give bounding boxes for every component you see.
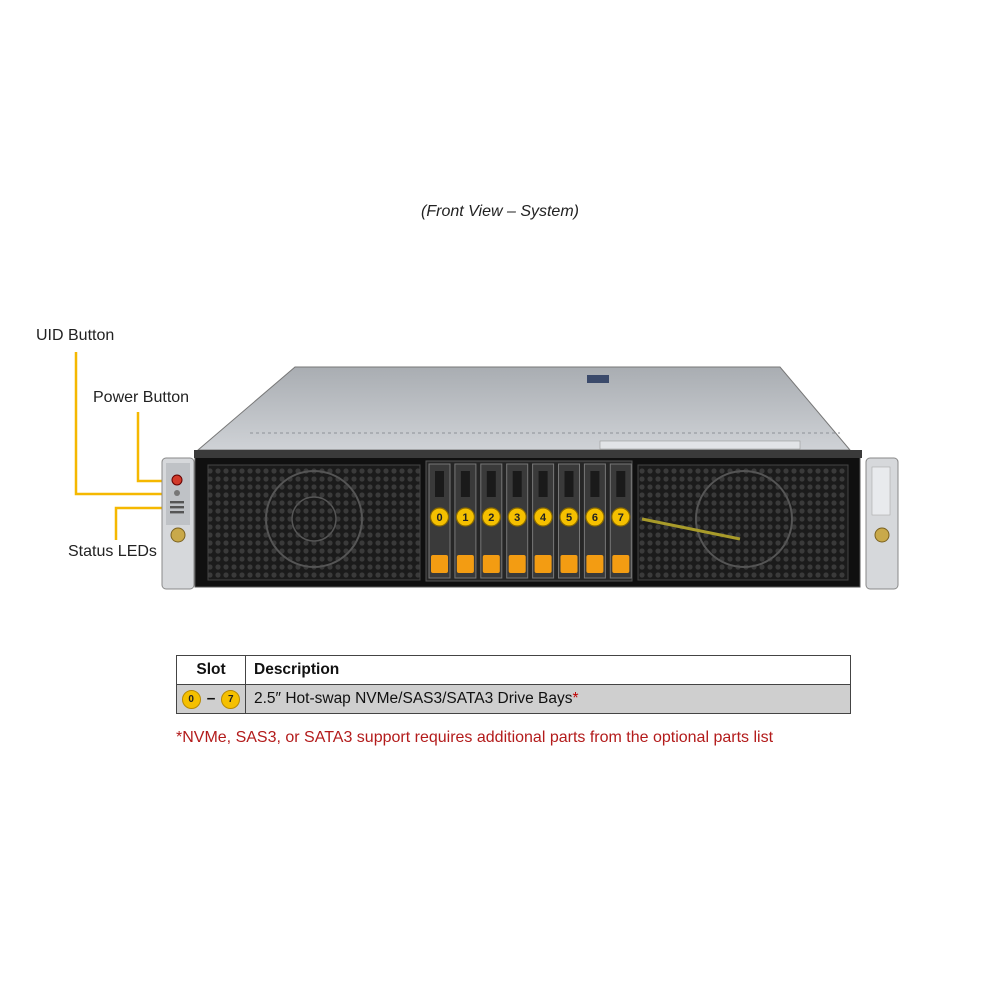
drive-tray-slot bbox=[486, 471, 496, 497]
drive-number-badge bbox=[481, 507, 501, 527]
service-label bbox=[599, 440, 801, 450]
drive-bay-1[interactable]: 1 bbox=[454, 463, 477, 579]
right-vent-grille bbox=[637, 464, 849, 581]
drive-number-label: 7 bbox=[618, 512, 624, 524]
drive-number-label: 0 bbox=[436, 512, 442, 524]
drive-bay-7[interactable]: 7 bbox=[609, 463, 632, 579]
right-thumbscrew-icon bbox=[874, 527, 890, 543]
slot-start-badge: 0 bbox=[181, 689, 201, 709]
drive-tray-slot bbox=[512, 471, 522, 497]
drive-bay-group: 0 1 2 3 4 5 6 7 bbox=[428, 463, 632, 579]
drive-bay-6[interactable]: 6 bbox=[583, 463, 606, 579]
drive-number-badge bbox=[585, 507, 605, 527]
drive-tray-slot bbox=[460, 471, 470, 497]
drive-bay-5[interactable]: 5 bbox=[558, 463, 580, 579]
table-header-row: Slot Description bbox=[176, 655, 851, 685]
drive-tray-slot bbox=[435, 471, 444, 497]
drive-number-label: 2 bbox=[488, 512, 494, 524]
status-led-icon bbox=[170, 511, 184, 514]
drive-bay-3[interactable]: 3 bbox=[506, 463, 529, 579]
slot-description-table: Slot Description 0–7 2.5″ Hot-swap NVMe/… bbox=[176, 655, 851, 714]
left-vent-grille bbox=[207, 464, 421, 581]
drive-latch-icon bbox=[482, 555, 500, 573]
slot-range-cell: 0–7 bbox=[176, 684, 246, 714]
chassis-top-cover bbox=[196, 366, 852, 451]
table-row: 0–7 2.5″ Hot-swap NVMe/SAS3/SATA3 Drive … bbox=[176, 684, 851, 714]
drive-latch-icon bbox=[586, 555, 604, 573]
drive-number-label: 1 bbox=[462, 512, 468, 524]
drive-number-badge bbox=[611, 507, 631, 527]
drive-latch-icon bbox=[560, 555, 578, 573]
drive-number-label: 6 bbox=[592, 512, 598, 524]
drive-number-badge bbox=[455, 507, 475, 527]
drive-latch-icon bbox=[534, 555, 552, 573]
description-cell: 2.5″ Hot-swap NVMe/SAS3/SATA3 Drive Bays… bbox=[245, 684, 851, 714]
top-label bbox=[587, 375, 609, 383]
drive-bay-4[interactable]: 4 bbox=[532, 463, 555, 579]
drive-number-label: 4 bbox=[540, 512, 547, 524]
status-leds-label: Status LEDs bbox=[68, 543, 157, 560]
drive-bay-2[interactable]: 2 bbox=[480, 463, 503, 579]
drive-tray-slot bbox=[538, 471, 548, 497]
description-text: 2.5″ Hot-swap NVMe/SAS3/SATA3 Drive Bays bbox=[254, 690, 573, 707]
uid-button-icon bbox=[171, 474, 183, 486]
uid-button-label: UID Button bbox=[36, 327, 115, 344]
drive-number-label: 5 bbox=[566, 512, 572, 524]
drive-tray-slot bbox=[590, 471, 600, 497]
drive-number-label: 3 bbox=[514, 512, 520, 524]
left-thumbscrew-icon bbox=[170, 527, 186, 543]
footnote: *NVMe, SAS3, or SATA3 support requires a… bbox=[176, 729, 774, 746]
slot-column-header: Slot bbox=[176, 655, 246, 685]
figure-caption: (Front View – System) bbox=[421, 203, 579, 220]
status-led-icon bbox=[170, 506, 184, 509]
slot-end-badge: 7 bbox=[221, 689, 241, 709]
drive-tray-slot bbox=[564, 471, 574, 497]
description-asterisk: * bbox=[572, 690, 579, 707]
drive-number-badge bbox=[559, 507, 579, 527]
slot-range-dash: – bbox=[206, 690, 216, 707]
drive-bay-0[interactable]: 0 bbox=[428, 463, 451, 579]
power-button-icon bbox=[174, 490, 180, 496]
drive-number-badge bbox=[533, 507, 553, 527]
drive-tray-slot bbox=[616, 471, 626, 497]
drive-latch-icon bbox=[456, 555, 474, 573]
drive-latch-icon bbox=[431, 555, 448, 573]
brand-strip bbox=[871, 466, 891, 516]
drive-latch-icon bbox=[612, 555, 630, 573]
server-front-view: 0 1 2 3 4 5 6 7 bbox=[161, 366, 899, 590]
drive-latch-icon bbox=[508, 555, 526, 573]
status-led-icon bbox=[170, 501, 184, 504]
drive-number-badge bbox=[429, 507, 450, 527]
drive-number-badge bbox=[507, 507, 527, 527]
description-column-header: Description bbox=[245, 655, 851, 685]
